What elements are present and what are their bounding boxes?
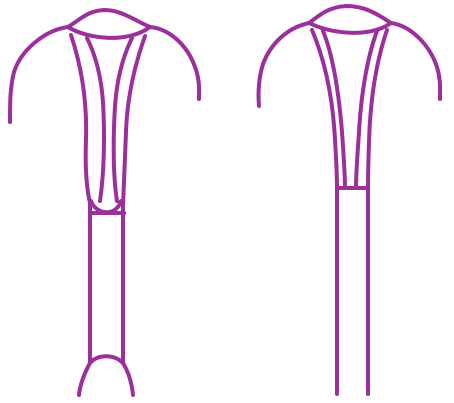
left-bottom-flare-right [123, 363, 133, 395]
left-bottom-flare-left [79, 363, 90, 395]
right-outer-stem-left [312, 30, 337, 394]
right-figure [258, 6, 440, 394]
right-right-arm [391, 23, 440, 99]
left-figure [10, 10, 199, 395]
right-outer-stem-right [368, 30, 387, 394]
left-outer-stem-left [71, 35, 90, 363]
left-bottom-arc [90, 356, 123, 363]
right-left-arm [258, 23, 309, 106]
left-outer-stem-right [123, 36, 145, 363]
left-right-arm [150, 27, 199, 99]
left-crown-bar [68, 27, 150, 38]
left-left-arm [10, 27, 68, 122]
left-inner-left [87, 38, 104, 201]
right-crown-outline [309, 6, 391, 23]
left-crown-outline [68, 10, 150, 27]
